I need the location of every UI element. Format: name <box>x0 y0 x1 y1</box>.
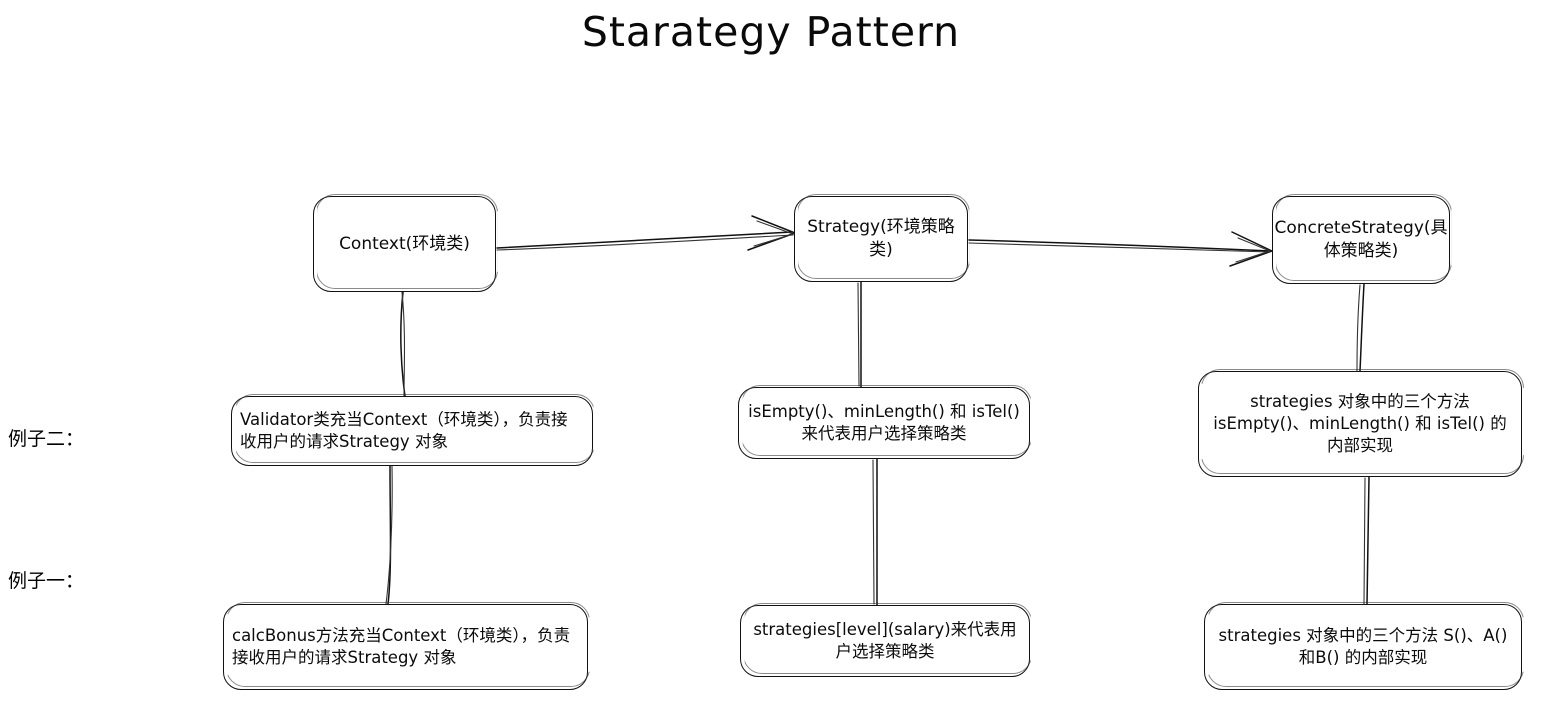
row-label-example-two: 例子二： <box>8 428 85 450</box>
node-strategies-level-salary-label: strategies[level](salary)来代表用户选择策略类 <box>753 619 1017 661</box>
node-concrete-strategy[interactable]: ConcreteStrategy(具体策略类) <box>1272 196 1450 284</box>
node-strategy[interactable]: Strategy(环境策略类) <box>794 196 968 282</box>
connector-strategy-to-isempty <box>857 281 862 388</box>
node-concrete-strategy-label: ConcreteStrategy(具体策略类) <box>1274 218 1448 261</box>
connector-validator-to-calcbonus <box>385 465 393 605</box>
connector-isempty-to-level-salary <box>872 458 878 606</box>
node-calc-bonus-label: calcBonus方法充当Context（环境类），负责接收用户的请求Strat… <box>232 625 571 667</box>
connector-concrete-to-strategies-three <box>1356 283 1365 372</box>
node-validator-label: Validator类充当Context（环境类），负责接收用户的请求Strate… <box>240 409 568 451</box>
connector-strategy-to-concrete <box>968 231 1273 267</box>
node-context-label: Context(环境类) <box>339 233 470 254</box>
node-validator[interactable]: Validator类充当Context（环境类），负责接收用户的请求Strate… <box>231 396 593 466</box>
connector-strategies-three-to-sab <box>1363 476 1370 605</box>
node-context[interactable]: Context(环境类) <box>313 196 496 292</box>
node-strategy-label: Strategy(环境策略类) <box>807 217 955 260</box>
node-strategies-three-methods[interactable]: strategies 对象中的三个方法 isEmpty()、minLength(… <box>1198 371 1522 477</box>
node-strategies-three-methods-label: strategies 对象中的三个方法 isEmpty()、minLength(… <box>1213 391 1507 456</box>
node-strategies-sab-label: strategies 对象中的三个方法 S()、A() 和B() 的内部实现 <box>1218 625 1508 667</box>
connector-context-to-strategy <box>496 215 796 251</box>
row-label-example-one: 例子一： <box>8 570 85 592</box>
node-strategies-sab[interactable]: strategies 对象中的三个方法 S()、A() 和B() 的内部实现 <box>1204 604 1522 690</box>
node-calc-bonus[interactable]: calcBonus方法充当Context（环境类），负责接收用户的请求Strat… <box>223 604 588 690</box>
node-isempty-group-label: isEmpty()、minLength() 和 isTel()来代表用户选择策略… <box>748 401 1020 443</box>
node-strategies-level-salary[interactable]: strategies[level](salary)来代表用户选择策略类 <box>740 605 1030 677</box>
node-isempty-group[interactable]: isEmpty()、minLength() 和 isTel()来代表用户选择策略… <box>738 387 1030 459</box>
page-title: Starategy Pattern <box>581 8 961 56</box>
connector-context-to-validator <box>400 291 406 397</box>
